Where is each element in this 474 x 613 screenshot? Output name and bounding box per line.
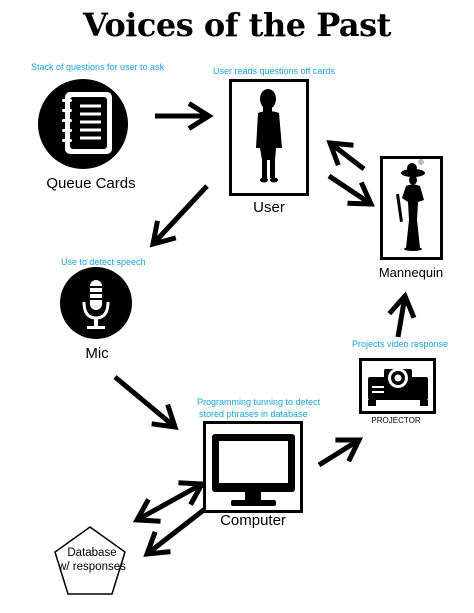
person-silhouette-icon: [256, 89, 282, 183]
queue-note: Stack of questions for user to ask: [31, 62, 165, 72]
arrow-database-computer: [132, 480, 207, 524]
projector-box: [359, 358, 436, 414]
database-label-line2: w/ responses: [58, 561, 126, 573]
mic-label: Mic: [85, 345, 109, 362]
arrow-projector-to-mannequin: [387, 291, 417, 338]
projector-icon: [368, 368, 428, 406]
lady-silhouette-icon: [396, 159, 425, 251]
user-note: User reads questions off cards: [213, 66, 335, 76]
arrow-user-to-mannequin-out: [327, 173, 375, 207]
pentagon-icon: [54, 526, 126, 595]
computer-note-line1: Programming tunning to detect: [197, 397, 321, 407]
mannequin-label: Mannequin: [378, 265, 444, 280]
arrow-user-to-mic: [149, 184, 209, 248]
computer-note-line2: stored phrases in database: [199, 409, 308, 419]
user-box: [229, 79, 309, 196]
notebook-icon: [38, 79, 128, 169]
arrow-mic-to-computer: [113, 375, 179, 431]
diagram-title: Voices of the Past: [83, 6, 391, 44]
arrow-mannequin-to-user: [326, 140, 366, 171]
user-label: User: [253, 199, 285, 216]
database-label-line1: Database: [67, 547, 117, 559]
microphone-icon: [60, 267, 132, 339]
mannequin-box: [380, 156, 443, 260]
computer-box: [203, 421, 303, 513]
arrow-computer-to-projector: [317, 437, 363, 468]
arrow-computer-to-database: [143, 507, 207, 557]
projector-note: Projects video response: [352, 339, 449, 349]
projector-label: PROJECTOR: [371, 416, 421, 425]
monitor-icon: [212, 434, 295, 506]
database-label: Database w/ responses: [58, 546, 126, 574]
speech-note: Use to detect speech: [61, 257, 146, 267]
computer-label: Computer: [220, 512, 286, 529]
queue-cards-label: Queue Cards: [46, 175, 136, 192]
